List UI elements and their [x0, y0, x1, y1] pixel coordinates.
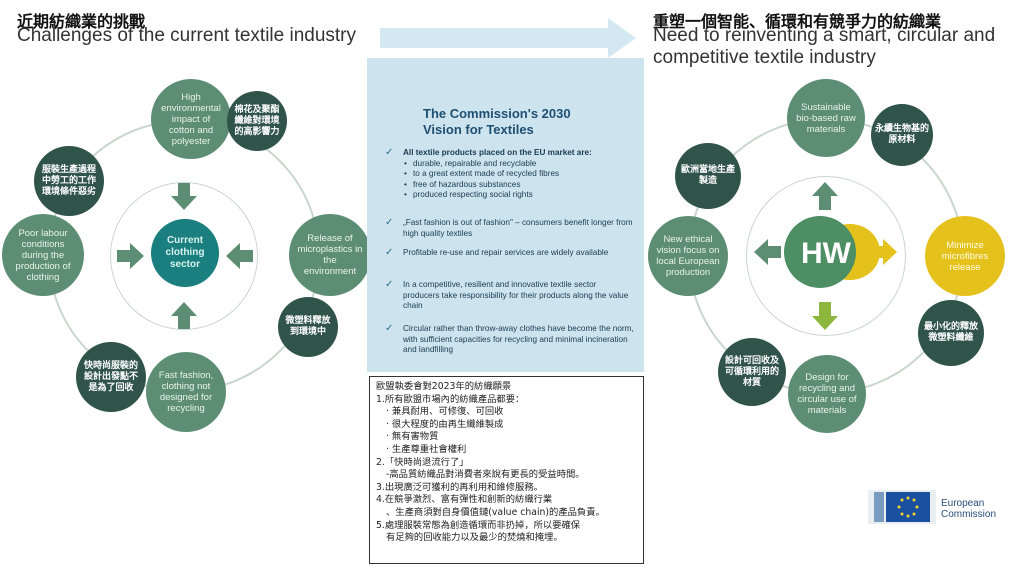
left-node-bottom: Fast fashion, clothing not designed for …	[146, 352, 226, 432]
center-label: Current clothing sector	[165, 235, 205, 270]
left-arrows	[117, 183, 253, 329]
panel-item-5: ✓ Circular rather than throw-away clothe…	[385, 323, 634, 354]
box-line: 1.所有歐盟市場內的紡織產品都要：	[376, 393, 525, 405]
vision-panel: The Commission's 2030 Vision for Textile…	[367, 58, 644, 372]
box-line: · 很大程度的由再生纖維製成	[386, 418, 504, 430]
box-line: · 無有害物質	[386, 431, 439, 443]
logo-hw-glyph: HW	[801, 237, 852, 270]
left-note-left: 服裝生產過程中勞工的工作環境條件惡劣	[34, 146, 104, 216]
check-icon: ✓	[385, 247, 394, 258]
right-node-left: New ethical vision focus on local Europe…	[648, 216, 728, 296]
check-icon: ✓	[385, 217, 394, 228]
left-note-top: 棉花及聚酯纖維對環境的高影響力	[227, 91, 287, 151]
arrow-right-icon	[117, 243, 144, 269]
left-title-zh: 近期紡織業的挑戰	[17, 12, 146, 31]
box-line: 5.處理服裝常態為創造循環而非扔掉，所以要確保	[376, 519, 581, 531]
arrow-right-icon	[870, 239, 897, 265]
check-icon: ✓	[385, 147, 394, 158]
panel-item-3: ✓ Profitable re-use and repair services …	[385, 247, 609, 258]
box-line: 4.在競爭激烈、富有彈性和創新的紡織行業	[376, 494, 553, 506]
arrow-left-icon	[226, 243, 253, 269]
right-node-top: Sustainable bio-based raw materials	[787, 79, 865, 157]
transition-arrow	[380, 18, 636, 58]
right-title-en: Need to reinventing a smart, circular an…	[653, 25, 996, 68]
box-line: 有足夠的回收能力以及最少的焚燒和掩埋。	[386, 532, 563, 544]
panel-item-4: ✓ In a competitive, resilient and innova…	[385, 279, 629, 310]
left-node-top: High environmental impact of cotton and …	[151, 79, 231, 159]
right-note-right: 最小化的釋放微塑料纖維	[918, 300, 984, 366]
box-line: 3.出現廣泛可獲利的再利用和維修服務。	[376, 481, 543, 493]
left-note-right: 微塑料釋放到環境中	[278, 297, 338, 357]
box-line: 2.「快時尚退流行了」	[376, 456, 469, 468]
right-note-bottom: 設計可回收及可循環利用的材質	[718, 338, 786, 406]
panel-title: The Commission's 2030 Vision for Textile…	[423, 106, 571, 137]
right-node-right: Minimize microfibres release	[925, 216, 1005, 296]
box-line: · 生產尊重社會權利	[386, 443, 467, 455]
current-clothing-sector-node: Current clothing sector	[151, 219, 219, 287]
left-title-en: Challenges of the current textile indust…	[17, 25, 357, 46]
arrow-down-icon	[812, 302, 838, 330]
left-node-left: Poor labour conditions during the produc…	[2, 214, 84, 296]
left-node-right: Release of microplastics in the environm…	[289, 214, 371, 296]
panel-item-2: ✓ „Fast fashion is out of fashion" – con…	[385, 217, 633, 238]
panel-item-1: ✓ All textile products placed on the EU …	[385, 147, 635, 201]
right-arrows: HW	[754, 182, 897, 330]
arrow-up-icon	[171, 302, 197, 329]
translation-box: 歐盟執委會對2023年的紡織願景 1.所有歐盟市場內的紡織產品都要： · 兼具耐…	[369, 376, 644, 564]
check-icon: ✓	[385, 323, 394, 334]
european-commission-logo: European Commission	[868, 490, 996, 529]
arrow-down-icon	[171, 183, 197, 210]
right-inner-ring	[746, 176, 906, 336]
box-line: -高品質紡織品對消費者來說有更長的受益時間。	[386, 469, 585, 481]
right-node-bottom: Design for recycling and circular use of…	[788, 355, 866, 433]
left-note-bottom: 快時尚服裝的設計出發點不是為了回收	[76, 342, 146, 412]
check-icon: ✓	[385, 279, 394, 290]
left-inner-ring	[110, 182, 258, 330]
right-title-zh: 重塑一個智能、循環和有競爭力的紡織業	[653, 12, 942, 31]
arrow-up-icon	[812, 182, 838, 210]
box-line: · 兼具耐用、可修復、可回收	[386, 406, 504, 418]
right-note-left: 歐洲當地生產製造	[675, 143, 741, 209]
box-line: 、生產商須對自身價值鏈(value chain)的產品負責。	[386, 506, 605, 518]
ec-logo-text: European Commission	[941, 498, 997, 520]
right-note-top: 永續生物基的原材料	[871, 104, 933, 166]
logo-circle-shape	[784, 216, 856, 288]
eu-flag-icon	[868, 490, 936, 524]
arrow-left-icon	[754, 239, 781, 265]
box-line: 歐盟執委會對2023年的紡織願景	[376, 381, 512, 392]
